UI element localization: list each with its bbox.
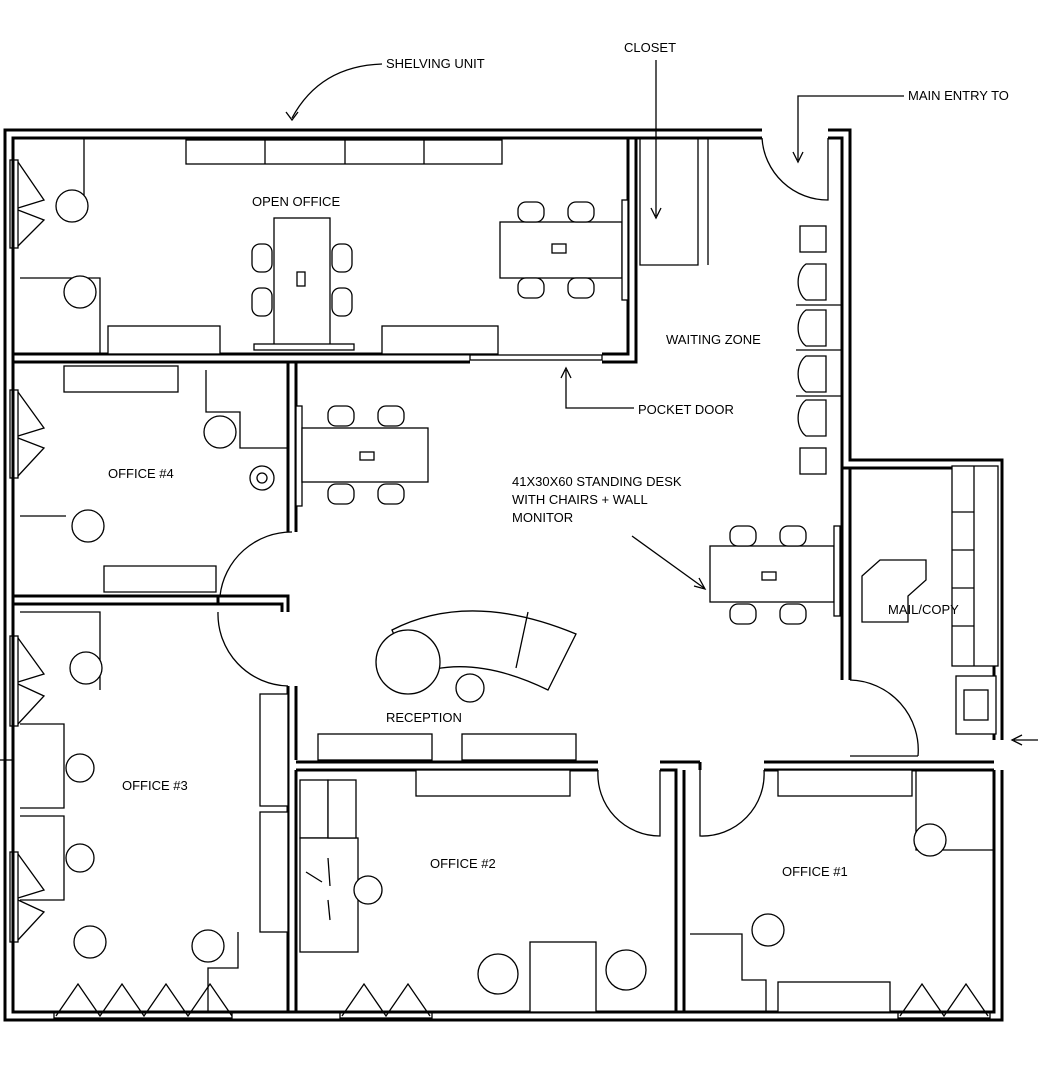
office-4-label: OFFICE #4 (108, 466, 174, 481)
office-4-furniture (20, 365, 429, 593)
windows (9, 159, 991, 1019)
standing-desk-label-line1: 41X30X60 STANDING DESK (512, 474, 682, 489)
office-3-label: OFFICE #3 (122, 778, 188, 793)
main-entry-label: MAIN ENTRY TO (908, 88, 1009, 103)
reception-furniture (317, 610, 577, 761)
interior-walls (13, 138, 994, 1012)
waiting-zone-label: WAITING ZONE (666, 332, 761, 347)
standing-desk-label-line2: WITH CHAIRS + WALL (512, 492, 648, 507)
office-1-label: OFFICE #1 (782, 864, 848, 879)
standing-desk (709, 525, 841, 625)
mail-copy-furniture (861, 465, 999, 735)
pocket-door-label: POCKET DOOR (638, 402, 734, 417)
waiting-zone-furniture (796, 225, 842, 475)
closet-label: CLOSET (624, 40, 676, 55)
office-2-furniture (299, 769, 647, 1013)
reception-label: RECEPTION (386, 710, 462, 725)
annotation-arrows (0, 60, 1038, 761)
open-office-furniture (20, 137, 629, 355)
doors (217, 137, 919, 837)
office-2-label: OFFICE #2 (430, 856, 496, 871)
office-3-furniture (20, 611, 289, 1012)
open-office-label: OPEN OFFICE (252, 194, 340, 209)
mail-copy-label: MAIL/COPY (888, 602, 959, 617)
standing-desk-label-line3: MONITOR (512, 510, 573, 525)
office-1-furniture (690, 769, 994, 1013)
shelving-unit-label: SHELVING UNIT (386, 56, 485, 71)
